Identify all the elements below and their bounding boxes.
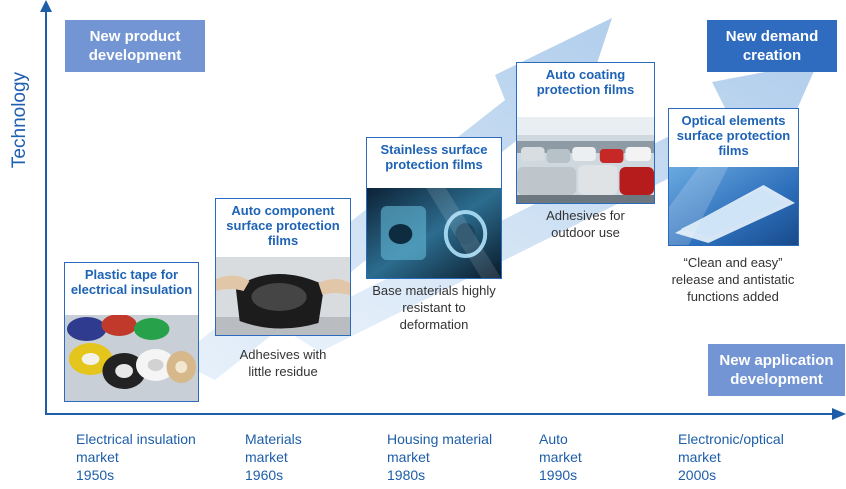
y-axis-label-text: Technology [9, 71, 30, 169]
market-label: Electrical insulation market 1950s [76, 431, 196, 483]
product-title: Plastic tape for electrical insulation [70, 267, 193, 297]
product-caption: Adhesives for outdoor use [546, 208, 625, 240]
product-title: Stainless surface protection films [380, 142, 488, 172]
new-product-development-text: New product development [88, 28, 182, 64]
product-caption: Adhesives with little residue [239, 347, 327, 379]
product-title: Auto coating protection films [536, 67, 635, 97]
market-label: Electronic/optical market 2000s [678, 431, 784, 483]
insulation-tape-photo [65, 315, 198, 401]
new-application-development-text: New application development [719, 352, 834, 388]
product-card-auto-component: Auto component surface protection films [215, 198, 351, 336]
product-card-auto-coating: Auto coating protection films [516, 62, 655, 204]
product-caption: “Clean and easy” release and antistatic … [671, 255, 795, 304]
optical-film-photo [669, 167, 798, 245]
x-axis-arrowhead [832, 408, 846, 420]
new-application-development-tag: New application development [708, 344, 845, 396]
market-label: Materials market 1960s [245, 431, 302, 483]
product-card-stainless: Stainless surface protection films [366, 137, 502, 279]
y-axis-label: Technology [0, 60, 40, 180]
product-card-insulation-tape: Plastic tape for electrical insulation [64, 262, 199, 402]
product-caption: Base materials highly resistant to defor… [372, 283, 496, 332]
market-label: Housing material market 1980s [387, 431, 493, 483]
parked-cars-photo [517, 117, 654, 203]
stainless-photo [367, 188, 501, 278]
new-demand-creation-tag: New demand creation [707, 20, 837, 72]
product-title: Auto component surface protection films [226, 203, 340, 248]
market-label: Auto market 1990s [539, 431, 582, 483]
new-product-development-tag: New product development [65, 20, 205, 72]
y-axis-arrowhead [40, 0, 52, 12]
auto-component-photo [216, 257, 350, 335]
new-demand-creation-text: New demand creation [725, 28, 819, 64]
product-title: Optical elements surface protection film… [676, 113, 791, 158]
product-card-optical: Optical elements surface protection film… [668, 108, 799, 246]
